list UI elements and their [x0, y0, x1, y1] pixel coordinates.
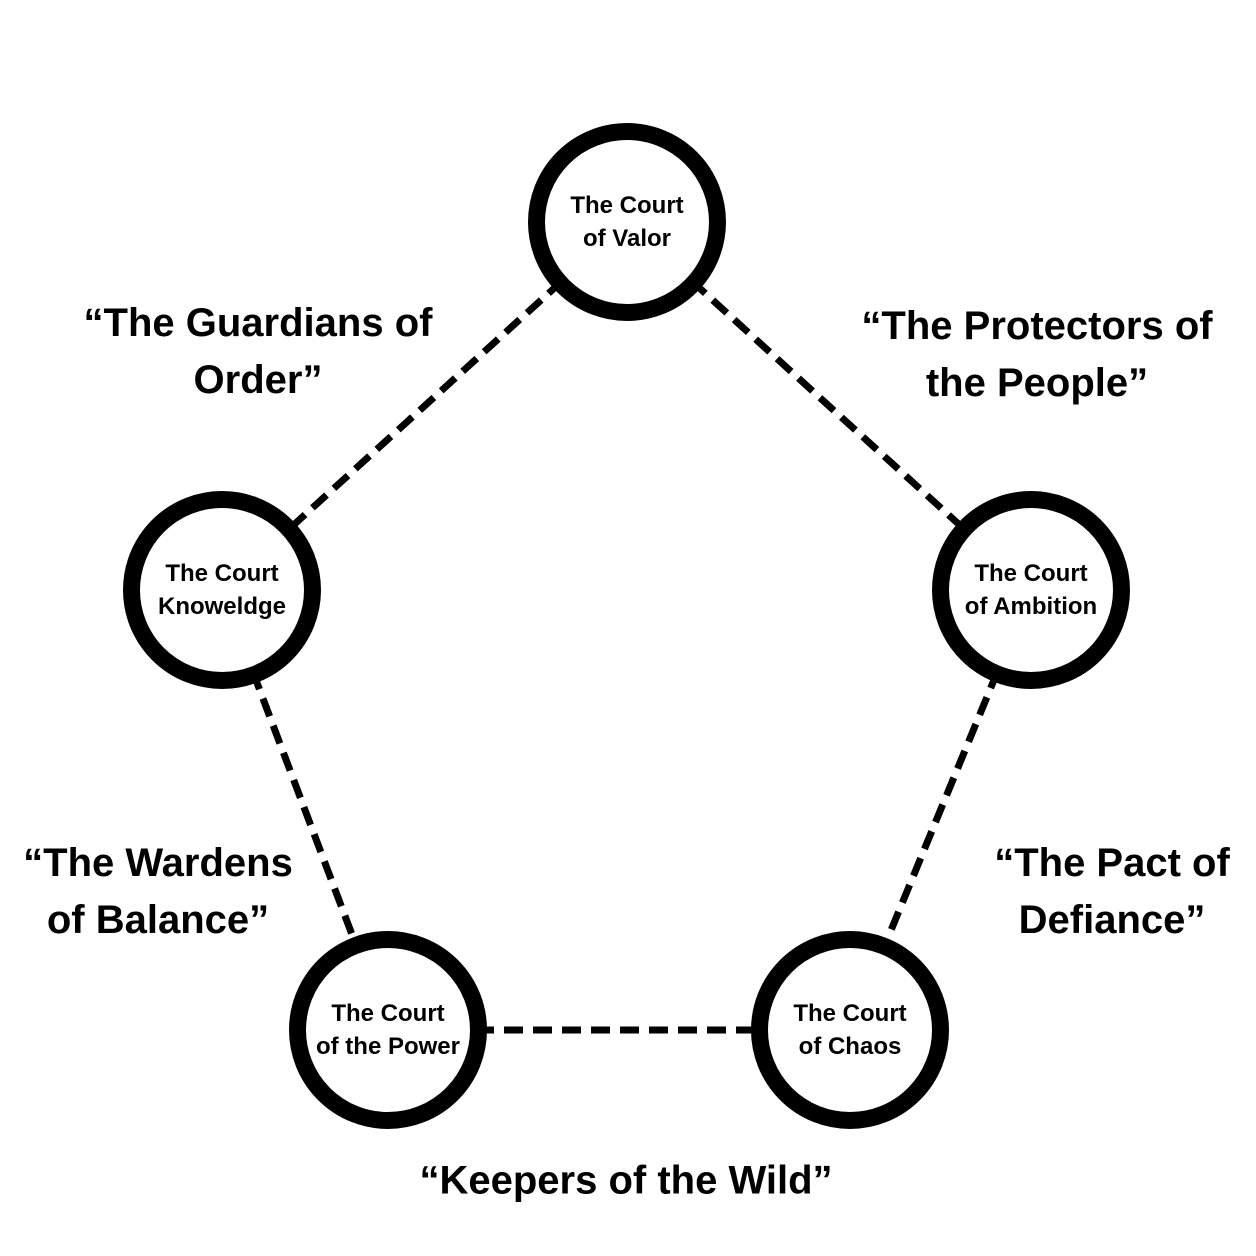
edge-label-line: Order”: [193, 358, 323, 402]
node-court-of-chaos: The Court of Chaos: [751, 931, 949, 1129]
edge-label-line: of Balance”: [46, 898, 270, 942]
edge-label-keepers-of-the-wild: “Keepers of the Wild”: [419, 1153, 832, 1210]
node-label-line: of Ambition: [964, 593, 1098, 620]
node-court-of-the-power: The Court of the Power: [289, 931, 487, 1129]
edge-label-line: “The Wardens: [23, 841, 293, 885]
node-label-line: of Valor: [582, 225, 672, 252]
node-label-line: Knoweldge: [157, 593, 286, 620]
edge-label-guardians-of-order: “The Guardians of Order”: [84, 295, 433, 409]
edge-label-line: “The Pact of: [994, 841, 1230, 885]
node-label-line: The Court: [974, 560, 1088, 587]
node-label-line: The Court: [165, 560, 279, 587]
edge-label-line: “Keepers of the Wild”: [419, 1158, 833, 1203]
edge-label-wardens-of-balance: “The Wardens of Balance”: [23, 835, 293, 949]
node-label-line: The Court: [793, 1000, 907, 1027]
edge-label-line: the People”: [925, 361, 1149, 405]
edge-ambition-chaos: [846, 588, 1035, 1032]
node-court-of-valor: The Court of Valor: [528, 123, 726, 321]
node-court-knoweldge: The Court Knoweldge: [123, 491, 321, 689]
edge-label-line: “The Guardians of: [83, 301, 433, 345]
node-court-of-ambition: The Court of Ambition: [932, 491, 1130, 689]
edge-label-line: Defiance”: [1018, 898, 1206, 942]
node-label-line: of Chaos: [798, 1033, 902, 1060]
edge-label-pact-of-defiance: “The Pact of Defiance”: [994, 835, 1230, 949]
edge-label-line: “The Protectors of: [861, 304, 1213, 348]
edge-label-protectors-of-the-people: “The Protectors of the People”: [861, 298, 1212, 412]
node-label-line: The Court: [331, 1000, 445, 1027]
node-label-line: The Court: [570, 192, 684, 219]
node-label-line: of the Power: [315, 1033, 460, 1060]
